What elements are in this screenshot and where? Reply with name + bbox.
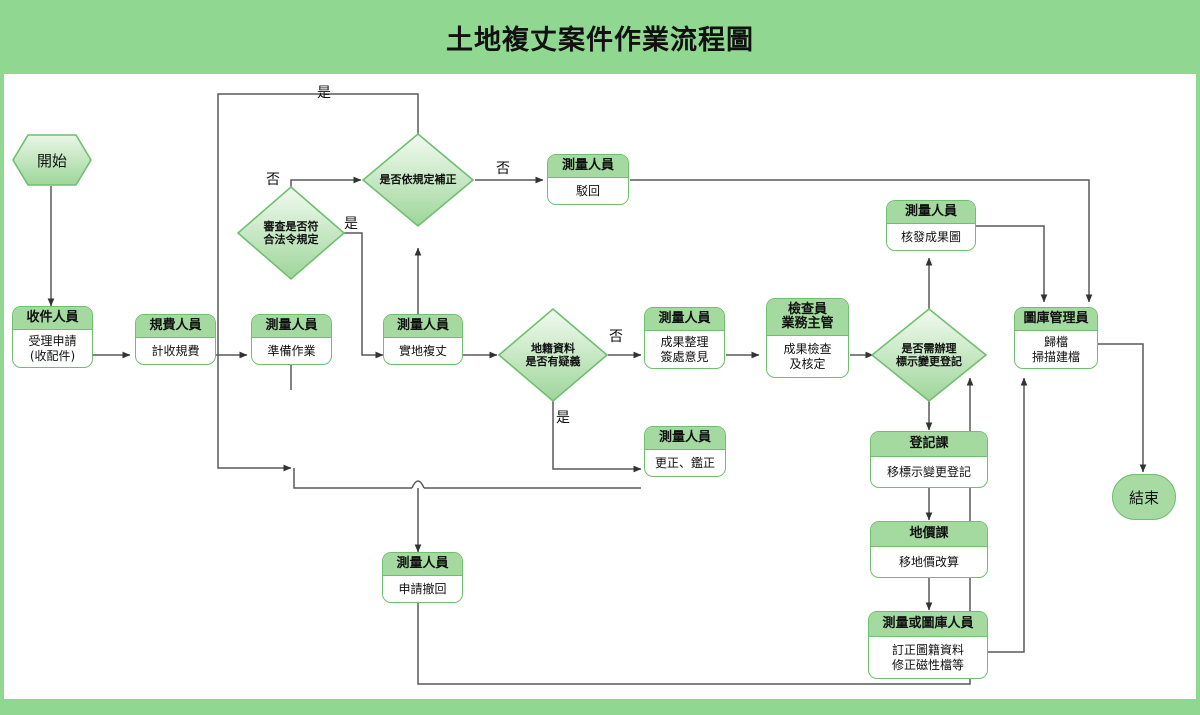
node-body: 實地複丈 — [384, 338, 462, 364]
decision-label: 是否依規定補正 — [380, 173, 457, 186]
node-body-line: 更正、鑑正 — [654, 456, 715, 471]
node-header: 測量人員 — [252, 315, 331, 338]
node-map-archive-manager: 圖庫管理員 歸檔 掃描建檔 — [1014, 307, 1098, 369]
terminator-start-label: 開始 — [36, 151, 67, 170]
edge-label-yes-d1: 是 — [344, 216, 358, 232]
node-body: 移標示變更登記 — [871, 457, 987, 487]
decision-label-line: 是否需辦理 — [901, 341, 957, 355]
node-body-line: (收配件) — [29, 349, 76, 363]
node-land-price-section: 地價課 移地價改算 — [870, 521, 988, 578]
node-body: 移地價改算 — [871, 547, 987, 577]
node-header-line: 業務主管 — [781, 316, 834, 331]
node-body-line: 計收規費 — [151, 344, 200, 359]
node-body-line: 訂正圖籍資料 — [891, 643, 964, 658]
node-body-line: 成果整理 — [660, 335, 709, 350]
decision-law-compliance: 審查是否符 合法令規定 — [236, 185, 346, 281]
node-survey-reject: 測量人員 駁回 — [547, 154, 629, 205]
node-body-line: 及核定 — [789, 357, 826, 371]
node-header: 登記課 — [871, 432, 987, 457]
node-inspector-supervisor: 檢查員 業務主管 成果檢查 及核定 — [766, 298, 849, 378]
node-body-line: 掃描建檔 — [1031, 350, 1080, 364]
node-survey-result-compile: 測量人員 成果整理 簽處意見 — [644, 307, 725, 369]
decision-label-line: 審查是否符 — [263, 219, 319, 233]
node-header: 測量人員 — [383, 553, 462, 576]
decision-label: 審查是否符 合法令規定 — [264, 220, 319, 246]
edge-label-yes-top: 是 — [317, 85, 331, 101]
decision-label-line: 地籍資料 — [531, 341, 575, 355]
node-body-line: 受理申請 — [28, 334, 77, 349]
node-survey-field: 測量人員 實地複丈 — [383, 314, 463, 365]
decision-label: 是否需辦理 標示變更登記 — [896, 342, 962, 368]
node-body: 計收規費 — [136, 338, 215, 364]
decision-label: 地籍資料 是否有疑義 — [526, 342, 581, 368]
node-header: 檢查員 業務主管 — [767, 299, 848, 336]
node-body: 更正、鑑正 — [645, 450, 725, 476]
node-body: 受理申請 (收配件) — [13, 330, 92, 367]
node-body-line: 成果檢查 — [783, 342, 832, 357]
diamond-shape — [870, 307, 988, 403]
node-body-line: 駁回 — [575, 184, 600, 199]
edge-label-yes-d3: 是 — [556, 410, 570, 426]
edge-label-no-d1: 否 — [266, 172, 280, 188]
node-body: 歸檔 掃描建檔 — [1015, 331, 1097, 368]
node-fee-clerk: 規費人員 計收規費 — [135, 314, 216, 365]
decision-label-line: 是否有疑義 — [525, 355, 581, 368]
node-header: 地價課 — [871, 522, 987, 547]
node-body: 駁回 — [548, 178, 628, 204]
diamond-shape — [361, 132, 475, 228]
edge-label-no-d2: 否 — [496, 161, 510, 177]
node-body: 成果整理 簽處意見 — [645, 331, 724, 368]
node-survey-prepare: 測量人員 準備作業 — [251, 314, 332, 365]
node-header: 圖庫管理員 — [1015, 308, 1097, 331]
decision-need-mark-change-registration: 是否需辦理 標示變更登記 — [870, 307, 988, 403]
node-header: 測量人員 — [548, 155, 628, 178]
flowchart-canvas: 開始 結束 收件人員 受理申請 (收配件) 規費人員 計收規費 測量人員 準備作… — [4, 74, 1196, 699]
node-header: 測量人員 — [645, 427, 725, 450]
node-header: 測量人員 — [645, 308, 724, 331]
node-survey-withdraw: 測量人員 申請撤回 — [382, 552, 463, 603]
node-receive-clerk: 收件人員 受理申請 (收配件) — [12, 306, 93, 368]
decision-label-line: 標示變更登記 — [896, 355, 962, 368]
node-header: 測量或圖庫人員 — [869, 612, 987, 637]
node-body-line: 移標示變更登記 — [886, 465, 971, 480]
node-body-line: 歸檔 — [1043, 335, 1068, 350]
diamond-shape — [236, 185, 346, 281]
node-body: 核發成果圖 — [887, 224, 975, 250]
node-header-line: 檢查員 — [787, 301, 827, 317]
connector-layer — [47, 93, 1147, 685]
node-body: 成果檢查 及核定 — [767, 336, 848, 377]
node-header: 規費人員 — [136, 315, 215, 338]
edge-label-no-d3: 否 — [609, 329, 623, 345]
decision-label-line: 合法令規定 — [263, 233, 319, 246]
node-survey-correction: 測量人員 更正、鑑正 — [644, 426, 726, 477]
node-survey-or-archive-staff: 測量或圖庫人員 訂正圖籍資料 修正磁性檔等 — [868, 611, 988, 679]
node-body: 準備作業 — [252, 338, 331, 364]
terminator-end-label: 結束 — [1128, 488, 1159, 507]
node-body-line: 實地複丈 — [398, 344, 447, 359]
node-body-line: 簽處意見 — [660, 350, 709, 364]
node-body: 申請撤回 — [383, 576, 462, 602]
diamond-shape — [497, 307, 609, 403]
decision-cadastral-data-doubt: 地籍資料 是否有疑義 — [497, 307, 609, 403]
terminator-start: 開始 — [12, 134, 92, 186]
node-body-line: 準備作業 — [267, 344, 316, 359]
node-body-line: 核發成果圖 — [900, 230, 961, 245]
node-body-line: 修正磁性檔等 — [891, 658, 964, 672]
node-registration-section: 登記課 移標示變更登記 — [870, 431, 988, 488]
node-header: 收件人員 — [13, 307, 92, 330]
node-header: 測量人員 — [887, 201, 975, 224]
node-body-line: 申請撤回 — [398, 582, 447, 597]
decision-label-line: 是否依規定補正 — [379, 173, 457, 187]
decision-correction-per-regulation: 是否依規定補正 — [361, 132, 475, 228]
terminator-end: 結束 — [1112, 474, 1176, 520]
hexagon-shape — [12, 134, 92, 186]
page-title: 土地複丈案件作業流程圖 — [446, 24, 754, 56]
node-survey-issue-result-map: 測量人員 核發成果圖 — [886, 200, 976, 251]
node-header: 測量人員 — [384, 315, 462, 338]
node-body-line: 移地價改算 — [898, 555, 959, 570]
node-body: 訂正圖籍資料 修正磁性檔等 — [869, 637, 987, 678]
